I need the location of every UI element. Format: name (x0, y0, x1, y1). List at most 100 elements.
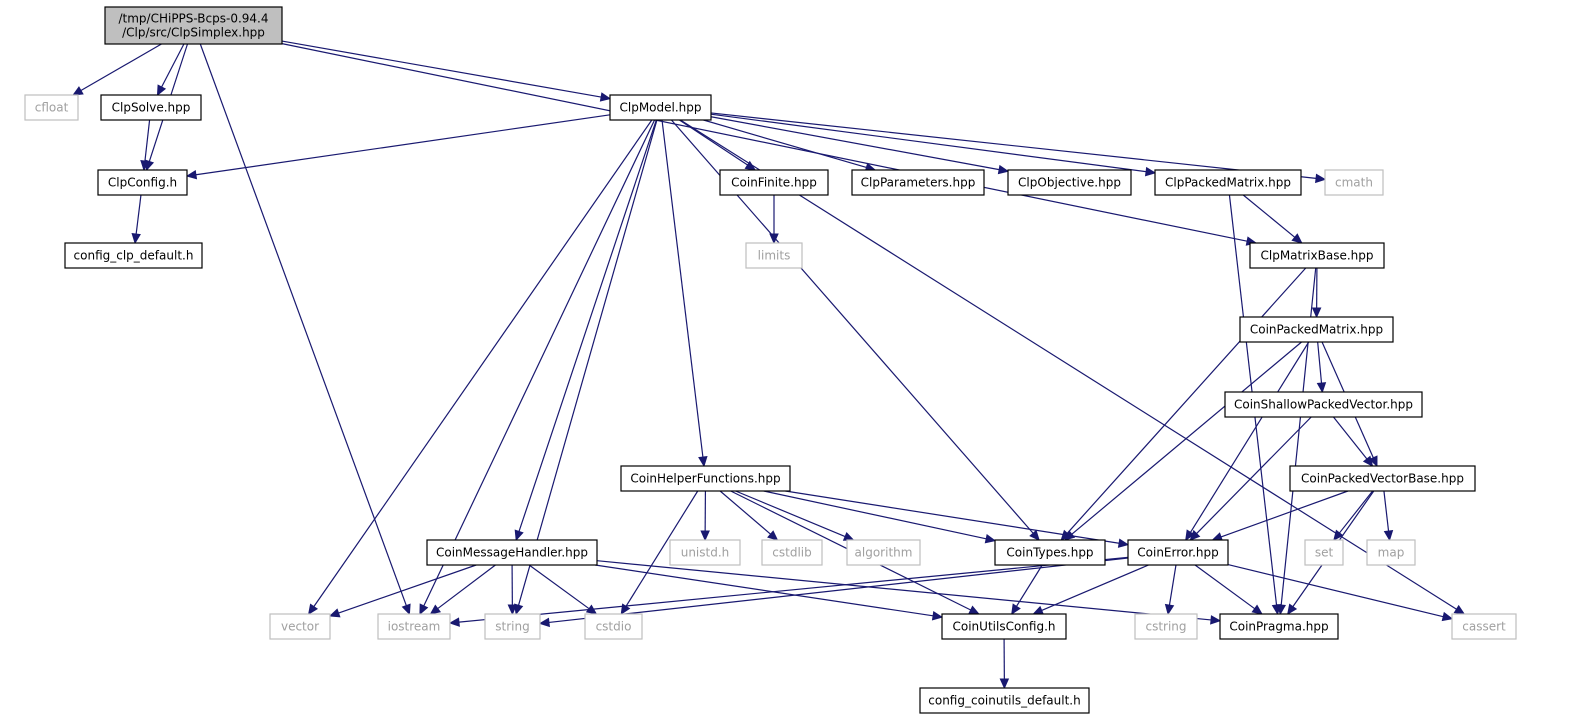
node-coinpackedmatrix[interactable]: CoinPackedMatrix.hpp (1239, 316, 1394, 343)
arrowhead-coinmsg-to-coinpragma (1210, 615, 1222, 625)
edge-coinhelper-to-algorithm (735, 490, 846, 538)
arrowhead-clpmodel-to-cassert (1453, 604, 1466, 615)
arrowhead-coinerror-to-cstring (1164, 603, 1175, 616)
nodes-layer: /tmp/CHiPPS-Bcps-0.94.4/Clp/src/ClpSimpl… (24, 6, 1517, 714)
edge-coinhelper-to-coinerror (785, 490, 1120, 544)
node-coinpvb[interactable]: CoinPackedVectorBase.hpp (1289, 465, 1476, 492)
arrowhead-root-to-cfloat (72, 86, 84, 96)
node-set: set (1304, 539, 1344, 566)
edge-clpmodel-to-iostream (423, 119, 656, 607)
node-clpmodel[interactable]: ClpModel.hpp (609, 94, 712, 121)
node-label-cointypes-0: CoinTypes.hpp (1006, 546, 1093, 560)
edge-clpmodel-to-vector (313, 119, 653, 607)
node-coinmsg[interactable]: CoinMessageHandler.hpp (426, 539, 598, 566)
node-vector: vector (269, 613, 331, 640)
node-label-limits-0: limits (758, 249, 791, 263)
edge-coinmsg-to-coinutilsconfig (595, 564, 934, 617)
arrowhead-clpconfig-to-configclp (131, 232, 141, 245)
node-coinutilsconfig[interactable]: CoinUtilsConfig.h (941, 613, 1067, 640)
node-label-coinpragma-0: CoinPragma.hpp (1229, 620, 1328, 634)
node-clpobjective[interactable]: ClpObjective.hpp (1007, 169, 1132, 196)
node-label-coinmsg-0: CoinMessageHandler.hpp (436, 546, 588, 560)
node-cointypes[interactable]: CoinTypes.hpp (994, 539, 1106, 566)
node-clppacked[interactable]: ClpPackedMatrix.hpp (1154, 169, 1302, 196)
edge-clpmodel-to-clpparams (703, 119, 867, 169)
edge-clpmodel-to-coinfinite (679, 119, 748, 166)
edge-clpmodel-to-clppacked (710, 113, 1147, 173)
edge-clpmodel-to-cassert (680, 119, 1457, 610)
node-box-limits (745, 242, 803, 269)
node-cstdlib: cstdlib (761, 539, 823, 566)
node-coinpragma[interactable]: CoinPragma.hpp (1219, 613, 1339, 640)
arrowhead-coinerror-to-coinpragma (1251, 604, 1263, 615)
node-coinshallow[interactable]: CoinShallowPackedVector.hpp (1224, 391, 1423, 418)
node-clpmatrixbase[interactable]: ClpMatrixBase.hpp (1249, 242, 1385, 269)
arrowhead-clpmodel-to-clppacked (1144, 166, 1157, 177)
node-label-clpobjective-0: ClpObjective.hpp (1018, 176, 1121, 190)
node-box-coinutilsconfig (941, 613, 1067, 640)
node-box-clpobjective (1007, 169, 1132, 196)
node-configclp[interactable]: config_clp_default.h (64, 242, 203, 269)
node-label-coinpvb-0: CoinPackedVectorBase.hpp (1301, 472, 1464, 486)
node-coinerror[interactable]: CoinError.hpp (1127, 539, 1229, 566)
edge-coinerror-to-coinpragma (1194, 564, 1256, 610)
edge-coinhelper-to-cstdio (625, 490, 699, 607)
edge-clpmodel-to-coinmsg (518, 119, 657, 532)
node-label-cassert-0: cassert (1462, 620, 1506, 634)
edge-coinmsg-to-iostream (437, 564, 496, 610)
node-clpparams[interactable]: ClpParameters.hpp (851, 169, 985, 196)
arrowhead-clppacked-to-clpmatrixbase (1291, 233, 1303, 244)
arrowhead-coinerror-to-coinutilsconfig (1032, 605, 1045, 615)
edge-root-to-clpmodel (281, 40, 602, 98)
node-label-iostream-0: iostream (388, 620, 441, 634)
arrowhead-coinshallow-to-coinpvb (1362, 455, 1374, 467)
node-limits: limits (745, 242, 803, 269)
node-label-coinshallow-0: CoinShallowPackedVector.hpp (1234, 398, 1413, 412)
arrowhead-coinshallow-to-coinerror (1189, 529, 1201, 541)
node-box-coinerror (1127, 539, 1229, 566)
node-label-clpsolve-0: ClpSolve.hpp (112, 101, 191, 115)
arrowhead-clpmodel-to-clpobjective (997, 164, 1010, 175)
node-box-clppacked (1154, 169, 1302, 196)
node-label-cmath-0: cmath (1335, 176, 1373, 190)
node-box-coinmsg (426, 539, 598, 566)
node-box-coinhelper (620, 465, 791, 492)
node-label-algorithm-0: algorithm (855, 546, 913, 560)
node-root[interactable]: /tmp/CHiPPS-Bcps-0.94.4/Clp/src/ClpSimpl… (104, 6, 283, 45)
node-box-cstring (1134, 613, 1198, 640)
node-label-clpparams-0: ClpParameters.hpp (861, 176, 976, 190)
node-label-configcoinutils-0: config_coinutils_default.h (928, 694, 1080, 708)
node-box-vector (269, 613, 331, 640)
node-label-set-0: set (1315, 546, 1334, 560)
node-clpsolve[interactable]: ClpSolve.hpp (100, 94, 202, 121)
node-box-clpparams (851, 169, 985, 196)
edge-coinhelper-to-cstdlib (719, 490, 771, 535)
node-label-root-1: /Clp/src/ClpSimplex.hpp (122, 26, 265, 40)
node-box-iostream (377, 613, 451, 640)
node-clpconfig[interactable]: ClpConfig.h (97, 169, 188, 196)
arrowhead-coinmsg-to-string (507, 604, 518, 616)
edge-coinmsg-to-vector (338, 564, 477, 614)
node-configcoinutils[interactable]: config_coinutils_default.h (919, 687, 1090, 714)
node-string: string (484, 613, 541, 640)
node-label-coinfinite-0: CoinFinite.hpp (731, 176, 817, 190)
arrowhead-coinhelper-to-coinutilsconfig (968, 605, 980, 615)
arrowhead-clpmodel-to-coinhelper (698, 455, 708, 468)
edge-clppacked-to-clpmatrixbase (1242, 194, 1296, 238)
edge-clpconfig-to-configclp (135, 194, 142, 235)
edge-coinerror-to-cstring (1168, 564, 1177, 606)
node-coinhelper[interactable]: CoinHelperFunctions.hpp (620, 465, 791, 492)
edge-coinpackedmatrix-to-coinshallow (1317, 341, 1323, 384)
edge-coinmsg-to-coinpragma (596, 560, 1212, 621)
arrowhead-coinpvb-to-set (1333, 529, 1344, 541)
node-box-unistd (669, 539, 741, 566)
edge-clpmodel-to-string (517, 119, 658, 606)
node-label-cstdlib-0: cstdlib (772, 546, 811, 560)
arrowhead-coinfinite-to-limits (769, 233, 779, 245)
node-cmath: cmath (1324, 169, 1384, 196)
node-coinfinite[interactable]: CoinFinite.hpp (719, 169, 829, 196)
node-box-configclp (64, 242, 203, 269)
node-map: map (1366, 539, 1416, 566)
node-label-clpmatrixbase-0: ClpMatrixBase.hpp (1261, 249, 1374, 263)
edge-coinshallow-to-coinpvb (1332, 416, 1368, 460)
